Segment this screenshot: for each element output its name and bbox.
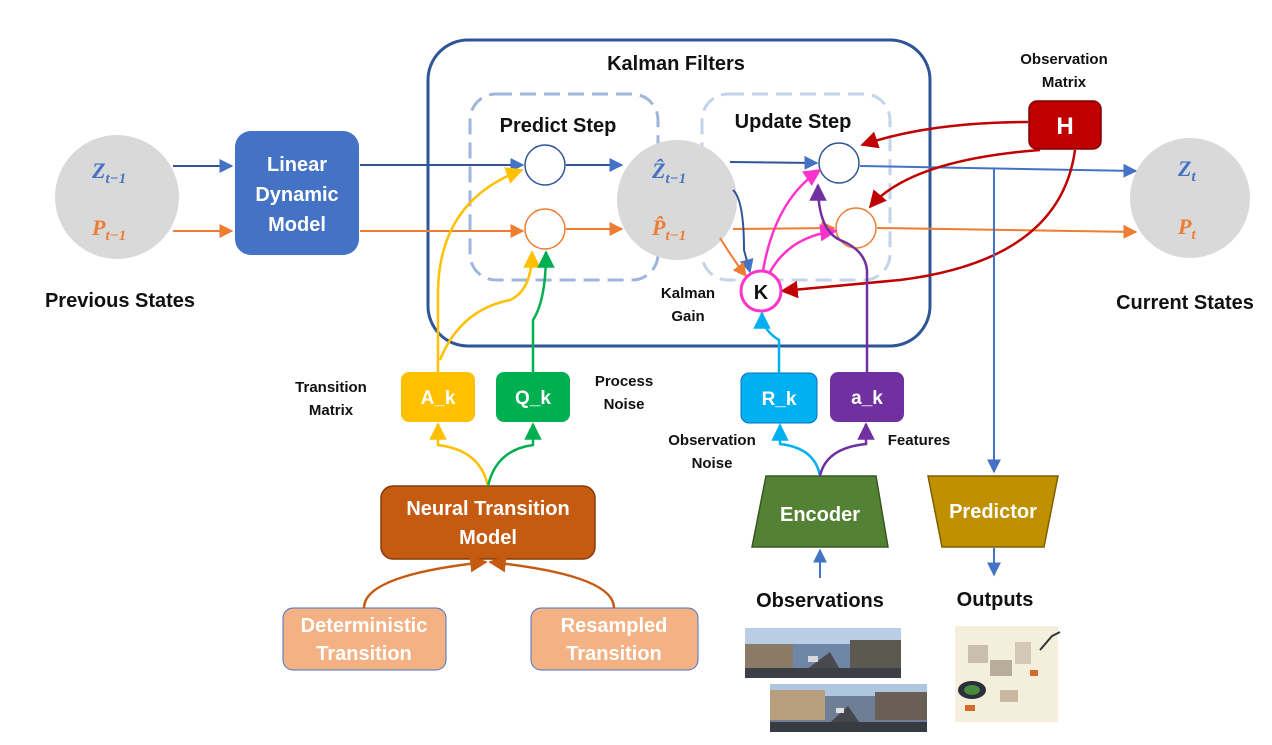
observation-image-2 bbox=[770, 684, 927, 732]
arrow-encoder-to-r bbox=[771, 423, 822, 477]
predictor-label: Predictor bbox=[949, 501, 1037, 523]
arrow-neural-to-a bbox=[429, 422, 490, 487]
kalman-gain-label-1: Kalman bbox=[661, 285, 715, 302]
arrow-q-to-predict-p bbox=[531, 250, 555, 372]
outputs-image bbox=[955, 626, 1061, 722]
arrow-a-features-to-update-z bbox=[809, 183, 869, 372]
arrow-update-p-to-current bbox=[876, 224, 1138, 239]
resampled-line2: Transition bbox=[566, 643, 662, 665]
previous-states-circle bbox=[55, 135, 179, 259]
arrow-resampled-to-neural bbox=[488, 554, 616, 609]
neural-line2: Model bbox=[459, 527, 517, 549]
observation-noise-label-1: Observation bbox=[668, 432, 756, 449]
transition-matrix-label-2: Matrix bbox=[309, 402, 354, 419]
linear-dynamic-model-box bbox=[235, 131, 359, 255]
q-k-box bbox=[496, 372, 570, 422]
arrow-k-to-update-p bbox=[768, 224, 838, 273]
update-step-box bbox=[700, 92, 892, 282]
process-noise-label-2: Noise bbox=[604, 396, 645, 413]
current-states-circle bbox=[1130, 138, 1250, 258]
a-k-transition-label: A_k bbox=[421, 388, 456, 409]
cur-z-label: Zt bbox=[1177, 156, 1196, 185]
encoder-label: Encoder bbox=[780, 504, 860, 526]
observations-label: Observations bbox=[756, 590, 884, 612]
arrow-a-to-predict-z bbox=[436, 167, 524, 372]
arrow-h-to-update-p bbox=[868, 148, 1041, 209]
arrow-h-to-k bbox=[780, 149, 1077, 299]
arrow-k-to-update-z bbox=[761, 168, 822, 272]
kalman-filters-frame bbox=[426, 38, 932, 348]
arrow-encoder-to-a-features bbox=[818, 422, 875, 477]
process-noise-label-1: Process bbox=[595, 373, 653, 390]
deterministic-line2: Transition bbox=[316, 643, 412, 665]
observation-matrix-label-1: Observation bbox=[1020, 51, 1108, 68]
kalman-gain-label-2: Gain bbox=[671, 308, 704, 325]
arrow-pred-p-to-update bbox=[732, 221, 836, 236]
k-label: K bbox=[754, 282, 769, 304]
arrow-pred-p-to-k bbox=[719, 237, 747, 278]
arrow-a-to-predict-p bbox=[438, 250, 541, 361]
update-z-node bbox=[818, 142, 860, 184]
linear-line3: Model bbox=[268, 214, 326, 236]
h-label: H bbox=[1056, 113, 1073, 140]
predictor-trapezoid bbox=[927, 475, 1059, 548]
transition-matrix-label-1: Transition bbox=[295, 379, 367, 396]
resampled-line1: Resampled bbox=[561, 615, 668, 637]
previous-states-label: Previous States bbox=[45, 290, 195, 312]
observation-noise-label-2: Noise bbox=[692, 455, 733, 472]
features-label: Features bbox=[888, 432, 951, 449]
pred-p-label: P̂t−1 bbox=[651, 215, 686, 244]
arrow-pred-z-to-k bbox=[732, 189, 754, 274]
observation-image-1 bbox=[745, 628, 901, 678]
update-step-title: Update Step bbox=[735, 111, 852, 133]
h-box bbox=[1028, 100, 1102, 150]
linear-line2: Dynamic bbox=[255, 184, 338, 206]
observation-matrix-label-2: Matrix bbox=[1042, 74, 1087, 91]
a-k-transition-box bbox=[401, 372, 475, 422]
cur-p-label: Pt bbox=[1177, 214, 1196, 243]
predicted-states-circle bbox=[617, 140, 737, 260]
encoder-trapezoid bbox=[751, 475, 889, 548]
r-k-label: R_k bbox=[762, 389, 797, 410]
a-k-features-label: a_k bbox=[851, 388, 883, 409]
prev-z-label: Zt−1 bbox=[91, 158, 126, 187]
current-states-label: Current States bbox=[1116, 292, 1254, 314]
arrow-pred-z-to-update bbox=[729, 155, 819, 170]
neural-line1: Neural Transition bbox=[406, 498, 569, 520]
kalman-filters-title: Kalman Filters bbox=[607, 53, 745, 75]
arrow-h-to-update-z bbox=[860, 120, 1029, 149]
linear-line1: Linear bbox=[267, 154, 327, 176]
predict-step-title: Predict Step bbox=[500, 115, 617, 137]
pred-z-label: Ẑt−1 bbox=[651, 158, 686, 187]
deterministic-line1: Deterministic bbox=[301, 615, 428, 637]
kalman-gain-node bbox=[739, 269, 783, 313]
q-k-label: Q_k bbox=[515, 388, 551, 409]
arrow-deterministic-to-neural bbox=[362, 554, 488, 609]
prev-p-label: Pt−1 bbox=[91, 215, 126, 244]
arrow-update-z-to-current bbox=[859, 163, 1138, 178]
arrow-r-to-k bbox=[753, 311, 781, 373]
predict-z-node bbox=[524, 144, 566, 186]
predict-p-node bbox=[524, 208, 566, 250]
a-k-features-box bbox=[830, 372, 904, 422]
arrow-neural-to-q bbox=[486, 422, 542, 487]
outputs-label: Outputs bbox=[957, 589, 1034, 611]
